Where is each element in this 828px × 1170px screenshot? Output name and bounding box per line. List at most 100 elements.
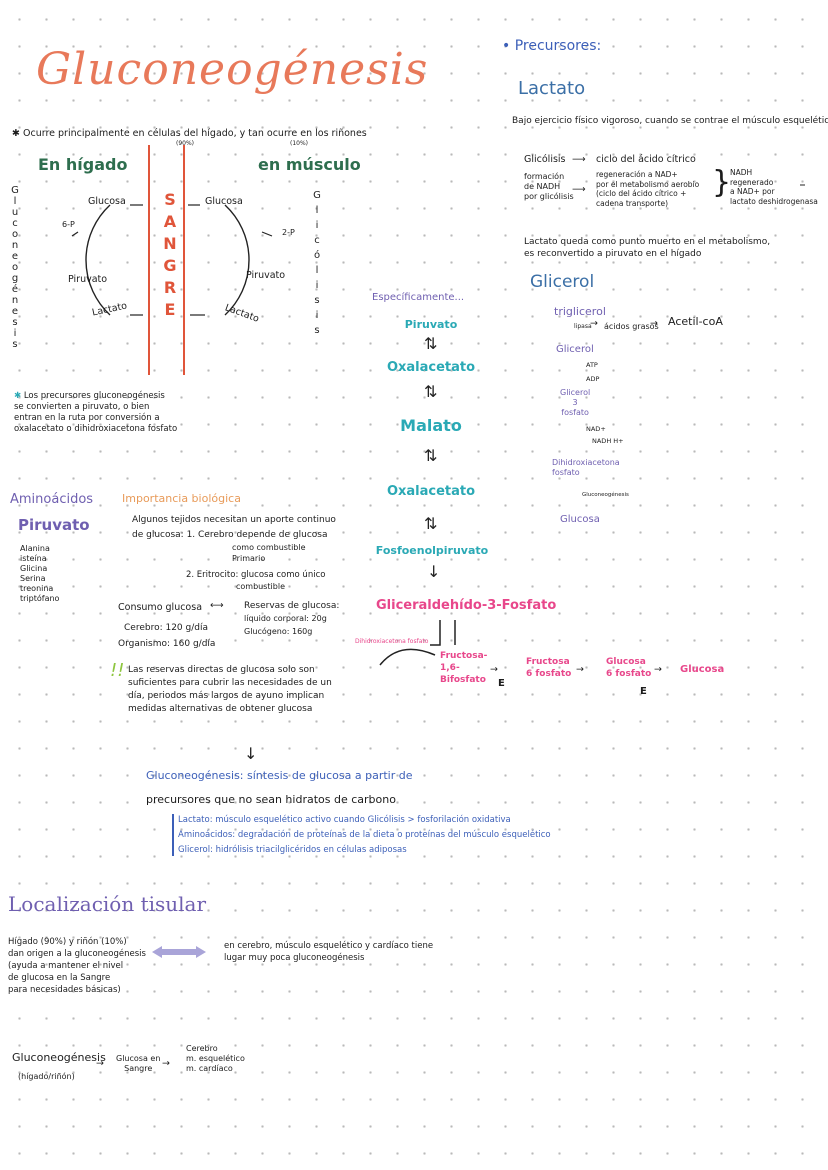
vertical-letter: n	[11, 295, 19, 306]
aminoacid-item: Glicina	[20, 564, 48, 573]
pathway-fbp: Fructosa-1,6-Bifosfato	[440, 651, 488, 685]
precursors-heading-text: Precursores:	[514, 38, 602, 54]
arrow-right-icon: →	[576, 664, 584, 675]
left-glucose: Glucosa	[88, 196, 126, 207]
pathway-convergence	[379, 620, 456, 666]
double-arrow-icon	[150, 944, 208, 958]
glycerol-heading: Glicerol	[530, 272, 595, 292]
aminoacid-item: Alanina	[20, 544, 50, 553]
blood-letter: R	[163, 278, 177, 297]
tissue-right: en cerebro, músculo esquelético y cardía…	[224, 941, 434, 963]
pathway-step: Oxalacetato	[386, 484, 476, 499]
blood-letter: A	[163, 212, 177, 231]
precursors-note-text: Los precursores gluconeogénesis se convi…	[14, 391, 178, 434]
nadh-right-label: NADH regenerado a NAD+ por lactato deshi…	[730, 168, 818, 206]
tissue-left: Hígado (90%) y riñón (10%) dan origen a …	[8, 937, 146, 995]
vertical-letter: é	[11, 284, 19, 295]
vertical-letter: e	[11, 251, 19, 262]
importance-line: como combustible	[232, 543, 306, 552]
arrow-right-icon: ⟶	[572, 184, 586, 195]
vertical-letter: i	[315, 310, 319, 321]
enzyme-mark: E	[640, 686, 647, 697]
krebs-label: ciclo del ácido cítrico	[596, 154, 696, 165]
pathway-f6p: Fructosa 6 fosfato	[526, 657, 572, 679]
reserves-glycogen: Glucógeno: 160g	[244, 627, 313, 636]
flow-organs: Cerebro m. esquelético m. cardíaco	[186, 1044, 245, 1073]
pathway-step: Fosfoenolpiruvato	[375, 544, 489, 557]
consumption-brain: Cerebro: 120 g/día	[124, 623, 208, 633]
arrow-right-icon: →	[650, 318, 658, 329]
lipase-label: lipasa	[574, 323, 592, 330]
definition-bullet: Glicerol: hidrólisis triacilglicéridos e…	[178, 845, 407, 855]
vertical-letter: n	[11, 240, 19, 251]
arrow-right-icon: →	[96, 1058, 104, 1069]
intro-text: Ocurre principalmente en células del híg…	[23, 128, 367, 139]
definition-bracket	[172, 814, 174, 856]
liver-heading: En hígado	[38, 155, 128, 174]
importance-heading: Importancia biológica	[122, 492, 241, 505]
aminoacids-heading: Aminoácidos	[10, 492, 94, 507]
fatty-acids-label: ácidos grasos	[604, 322, 659, 331]
glycolysis-label: Glicólisis	[524, 154, 566, 165]
reserves-body: líquido corporal: 20g	[244, 614, 327, 623]
precursors-note: ✱ Los precursores gluconeogénesis se con…	[14, 380, 214, 435]
intro-note-liver: (90%)	[176, 140, 195, 147]
aminoacid-item: Serina	[20, 574, 46, 583]
nad-label: NAD+	[586, 425, 606, 433]
cycle-diagram	[71, 184, 805, 316]
vertical-letter: G	[11, 185, 19, 196]
blood-letter: S	[164, 190, 176, 209]
arrow-down-icon: ↓	[427, 562, 441, 581]
importance-line: combustible	[236, 582, 285, 591]
aminoacid-item: treonina	[20, 584, 54, 593]
lactate-line: Bajo ejercicio físico vigoroso, cuando s…	[512, 116, 828, 126]
pathway-step: Oxalacetato	[386, 360, 476, 375]
precursors-heading: • Precursores:	[502, 38, 601, 54]
atp-label: ATP	[586, 361, 598, 369]
arrow-right-icon: →	[490, 664, 498, 675]
blood-line-right	[183, 145, 185, 375]
vertical-letter: e	[11, 306, 19, 317]
blood-line-left	[148, 145, 150, 375]
lactate-note: Lactato queda como punto muerto en el me…	[524, 237, 771, 259]
bullet-icon: •	[502, 38, 511, 54]
vertical-letter: s	[12, 339, 18, 350]
intro-line: ✱ Ocurre principalmente en células del h…	[12, 128, 367, 140]
definition-line2: precursores que no sean hidratos de carb…	[146, 793, 396, 806]
pathway-step: Piruvato	[404, 318, 458, 331]
arrow-down-icon: ⇅	[424, 334, 438, 353]
arrow-icon: ⟷	[210, 600, 224, 611]
exclamation-icon: !!	[110, 660, 125, 681]
pathway-g6p: Glucosa 6 fosfato	[606, 657, 652, 679]
vertical-letter: l	[315, 265, 319, 276]
vertical-letter: l	[315, 205, 319, 216]
triglycerol-label: triglicerol	[554, 305, 606, 318]
pathway-glucose: Glucosa	[680, 664, 725, 675]
definition-bullet: Lactato: músculo esquelético activo cuan…	[178, 815, 511, 825]
pathway-g3p: Gliceraldehído-3-Fosfato	[376, 598, 557, 613]
definition-line: Gluconeogénesis: síntesis de glucosa a p…	[146, 770, 413, 782]
vertical-letter: u	[11, 207, 19, 218]
flow-gluconeo: Gluconeogénesis	[12, 1051, 106, 1064]
arrow-down-icon: ⇅	[424, 382, 438, 401]
left-pyruvate: Piruvato	[68, 274, 108, 285]
vertical-letter: c	[314, 235, 320, 246]
tissue-heading: Localización tisular	[8, 892, 207, 916]
vertical-letter: s	[314, 325, 320, 336]
vertical-letter: c	[12, 218, 18, 229]
definition-term: Gluconeogénesis: síntesis de glucosa a p…	[146, 769, 413, 782]
enzyme-mark: E	[498, 678, 505, 689]
pathway-dhap: Dihidroxiacetona fosfato	[355, 638, 429, 645]
right-2p: 2-P	[282, 228, 295, 237]
arrow-down-icon: ⇅	[424, 446, 438, 465]
arrow-down-icon: ⇅	[424, 514, 438, 533]
aminoacid-item: isteína	[20, 554, 47, 563]
flow-gluconeo-sub: (hígado/riñón)	[18, 1072, 75, 1081]
acetyl-label: Acetil-coA	[668, 315, 723, 328]
page-title: Gluconeogénesis	[36, 44, 429, 95]
vertical-letter: ó	[313, 250, 321, 261]
glycerol-glucose: Glucosa	[560, 514, 600, 525]
blood-letter: N	[163, 234, 177, 253]
arrow-right-icon: →	[654, 664, 662, 675]
glycerol2-label: Glicerol	[556, 344, 594, 355]
